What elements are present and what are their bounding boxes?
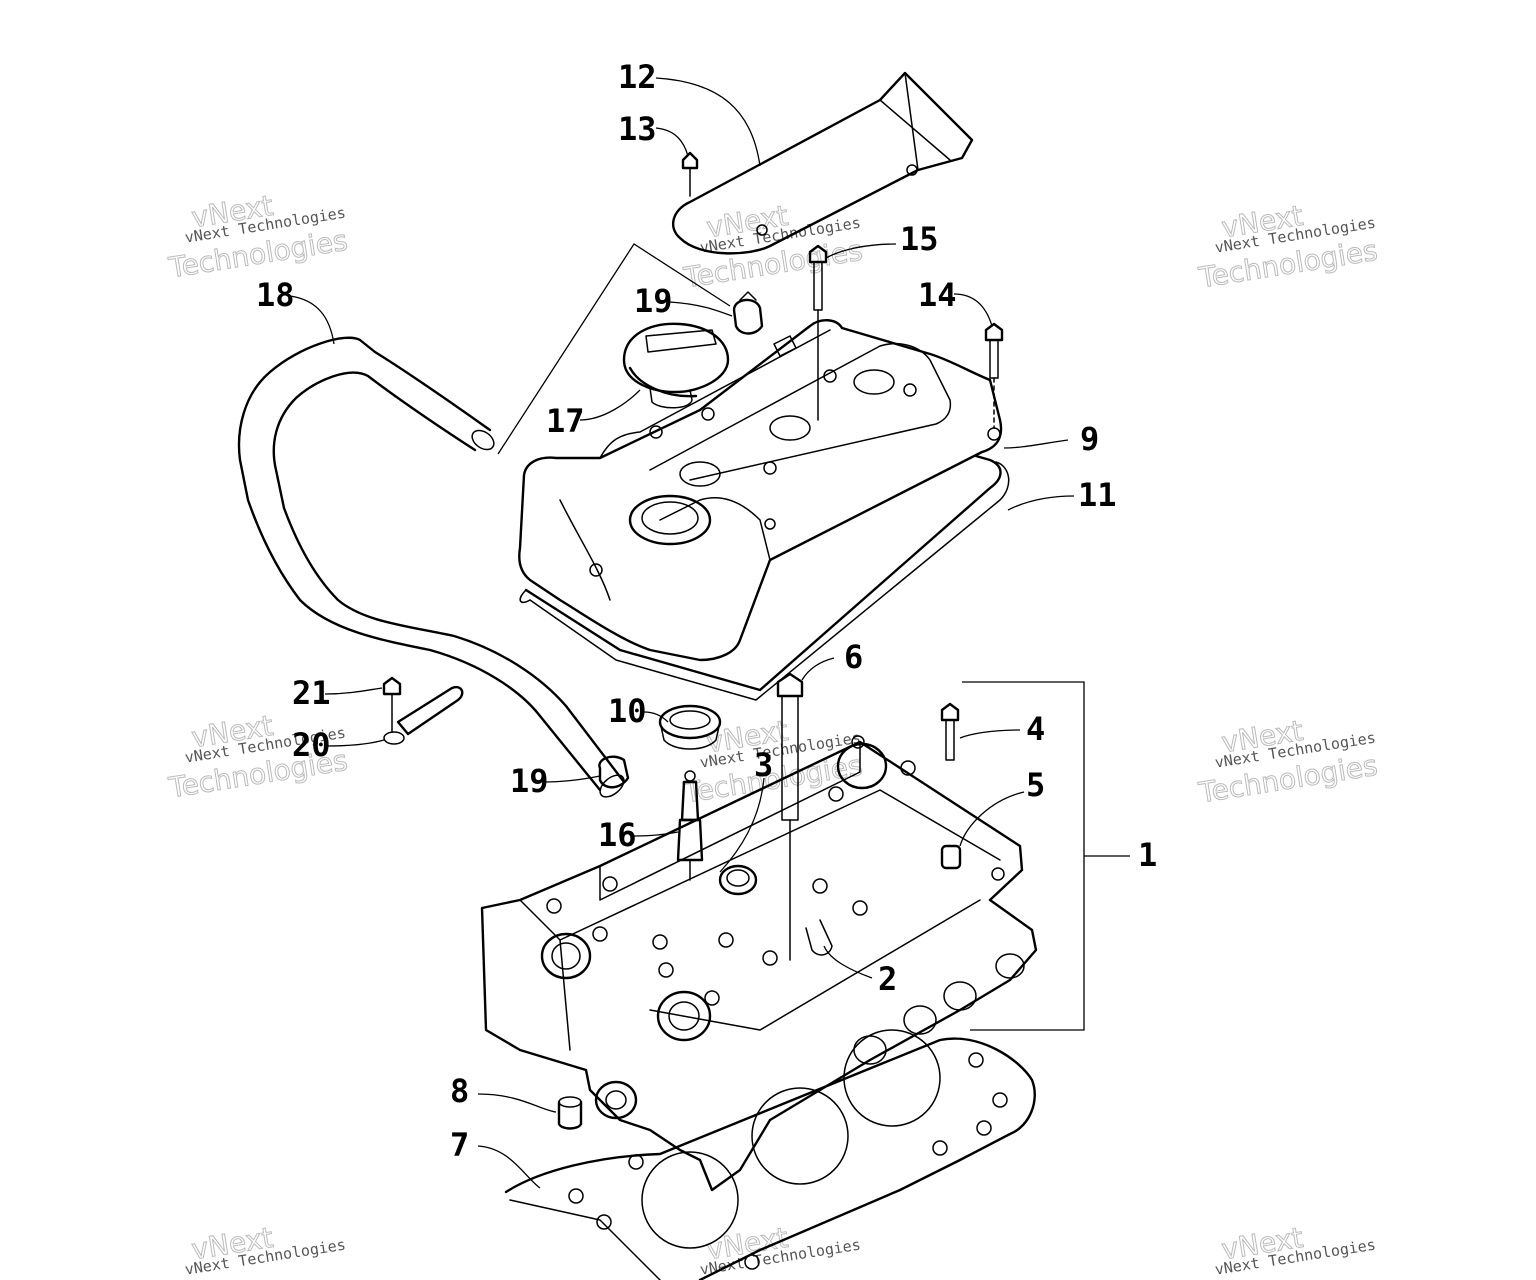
callout-16: 16: [598, 816, 637, 854]
callout-4: 4: [1026, 710, 1045, 748]
callout-18: 18: [256, 276, 295, 314]
callout-13: 13: [618, 110, 657, 148]
callout-11: 11: [1078, 476, 1117, 514]
part-9-valve-cover: [518, 319, 1003, 662]
part-10-seal: [658, 704, 722, 750]
part-11-valve-cover-gasket: [519, 454, 1010, 701]
callout-9: 9: [1080, 420, 1099, 458]
part-15-bolt: [808, 244, 828, 421]
watermark: vNext vNext Technologies: [699, 1220, 862, 1278]
callout-7: 7: [450, 1126, 469, 1164]
part-14-bolt: [984, 322, 1004, 429]
leader-lines: [289, 77, 1130, 1189]
callout-21: 21: [292, 674, 331, 712]
part-13-bolt: [681, 151, 699, 197]
watermark: vNext vNext Technologies Technologies: [1195, 198, 1380, 295]
callout-labels: 12 13 15 14 18 19 17 9 11 6 21 10 4 20 3…: [256, 58, 1157, 1164]
callout-19-upper: 19: [634, 282, 673, 320]
callout-20: 20: [292, 726, 331, 764]
callout-2: 2: [878, 960, 897, 998]
part-6-head-bolt: [776, 672, 804, 961]
callout-5: 5: [1026, 766, 1045, 804]
callout-1: 1: [1138, 836, 1157, 874]
part-5-dowel: [940, 844, 962, 870]
part-19-hose-clamp-upper: [732, 291, 764, 335]
part-8-dowel-pin: [557, 1096, 583, 1130]
part-12-spark-plug-cover: [671, 71, 974, 255]
watermark: vNext vNext Technologies Technologies: [680, 198, 865, 295]
callout-10: 10: [608, 692, 647, 730]
callout-3: 3: [754, 746, 773, 784]
watermark: vNext vNext Technologies: [1214, 1220, 1377, 1278]
watermark: vNext vNext Technologies Technologies: [1195, 713, 1380, 810]
callout-8: 8: [450, 1072, 469, 1110]
part-20-bracket: [383, 685, 464, 745]
part-21-bolt: [382, 676, 402, 733]
watermark: vNext vNext Technologies: [184, 1220, 347, 1278]
watermarks: vNext vNext Technologies Technologies vN…: [165, 188, 1380, 1278]
callout-19-lower: 19: [510, 762, 549, 800]
callout-17: 17: [546, 402, 585, 440]
callout-6: 6: [844, 638, 863, 676]
part-7-head-gasket: [504, 1029, 1036, 1280]
callout-15: 15: [900, 220, 939, 258]
part-18-breather-hose: [237, 336, 626, 798]
part-4-bolt: [940, 702, 960, 761]
part-1-cylinder-head: [480, 735, 1038, 1192]
watermark: vNext vNext Technologies Technologies: [165, 188, 350, 285]
part-19-hose-clamp-lower: [598, 755, 630, 789]
part-17-oil-cap: [622, 322, 730, 409]
callout-14: 14: [918, 276, 957, 314]
callout-12: 12: [618, 58, 657, 96]
